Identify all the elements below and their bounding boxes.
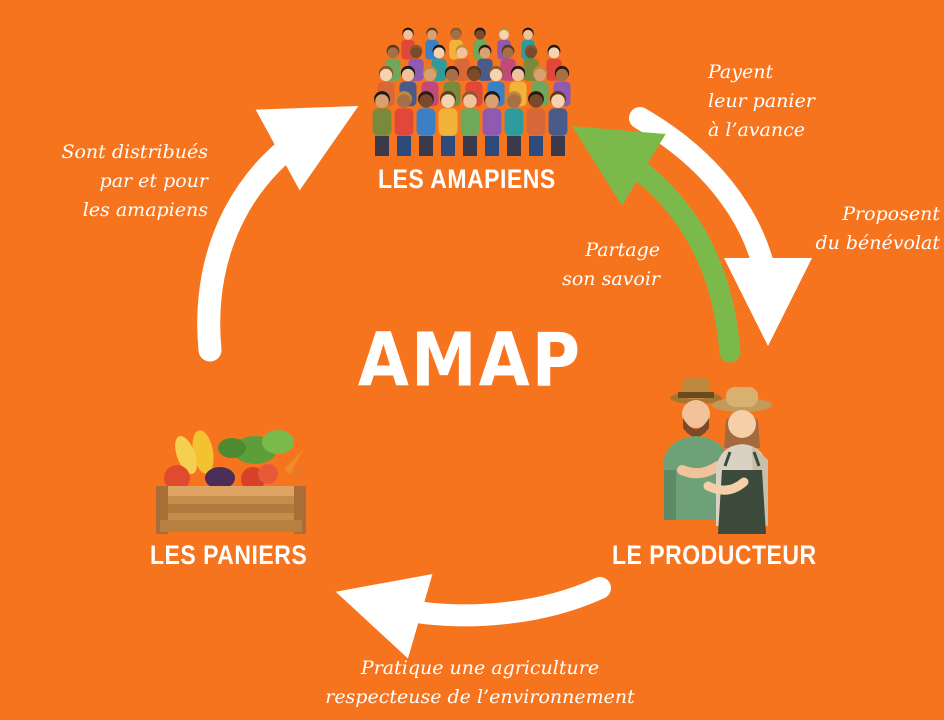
diagram-title: AMAP xyxy=(357,317,583,404)
annotation-line: leur panier xyxy=(708,90,815,112)
farmer-couple-icon xyxy=(664,377,772,534)
node-label-producteur: LE PRODUCTEUR xyxy=(612,539,817,570)
vegetable-crate-icon xyxy=(156,430,314,534)
crowd-of-people-icon xyxy=(372,27,571,156)
annotation-line: Partage xyxy=(585,239,660,261)
annotation-line: Payent xyxy=(708,61,774,83)
node-label-paniers: LES PANIERS xyxy=(150,539,308,570)
arrow-amapiens-to-producteur xyxy=(629,107,812,346)
annotation-line: du bénévolat xyxy=(815,232,940,254)
arrow-producteur-to-paniers xyxy=(335,573,611,659)
annotation-partage: Partage son savoir xyxy=(500,236,660,294)
annotation-line: les amapiens xyxy=(82,199,208,221)
annotation-line: respecteuse de l’environnement xyxy=(325,686,635,708)
arrow-paniers-to-amapiens xyxy=(197,105,359,362)
annotation-line: Pratique une agriculture xyxy=(360,657,600,679)
annotation-payent: Payent leur panier à l’avance xyxy=(708,58,815,145)
annotation-pratique: Pratique une agriculture respecteuse de … xyxy=(250,654,710,712)
annotation-proposent: Proposent du bénévolat xyxy=(770,200,940,258)
node-label-amapiens: LES AMAPIENS xyxy=(378,163,556,194)
annotation-distribues: Sont distribués par et pour les amapiens xyxy=(8,138,208,225)
annotation-line: Proposent xyxy=(842,203,940,225)
annotation-line: son savoir xyxy=(562,268,660,290)
annotation-line: par et pour xyxy=(99,170,208,192)
annotation-line: à l’avance xyxy=(708,119,805,141)
arrow-producteur-to-amapiens-green xyxy=(572,126,741,363)
annotation-line: Sont distribués xyxy=(61,141,208,163)
